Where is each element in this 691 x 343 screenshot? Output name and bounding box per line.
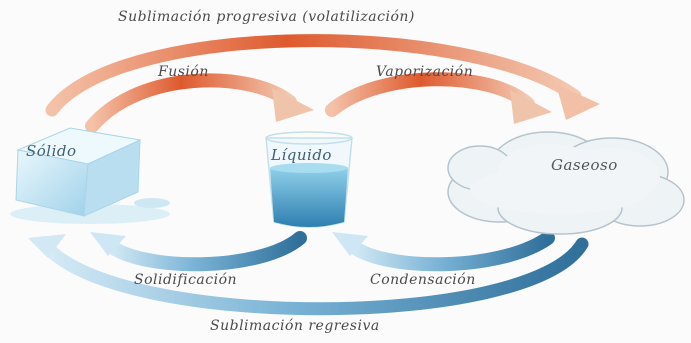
label-liquido: Líquido <box>271 146 332 164</box>
label-fusion: Fusión <box>158 64 209 80</box>
label-solidificacion: Solidificación <box>134 272 238 288</box>
label-sublimacion-progresiva: Sublimación progresiva (volatilización) <box>118 9 415 25</box>
label-solido: Sólido <box>26 142 77 160</box>
label-condensacion: Condensación <box>370 272 476 288</box>
sublimacion-regresiva-arrow <box>28 234 589 316</box>
solidificacion-arrow <box>90 231 307 272</box>
ice-cube <box>10 127 170 224</box>
vaporizacion-arrow <box>325 72 552 124</box>
label-gaseoso: Gaseoso <box>551 156 618 174</box>
label-vaporizacion: Vaporización <box>376 64 474 80</box>
sublimacion-progresiva-arrow <box>45 34 600 120</box>
cloud-fill <box>470 144 660 214</box>
condensacion-arrow <box>332 231 555 272</box>
label-sublimacion-regresiva: Sublimación regresiva <box>210 318 380 334</box>
fusion-arrow <box>85 73 314 133</box>
water-glass <box>265 131 353 228</box>
